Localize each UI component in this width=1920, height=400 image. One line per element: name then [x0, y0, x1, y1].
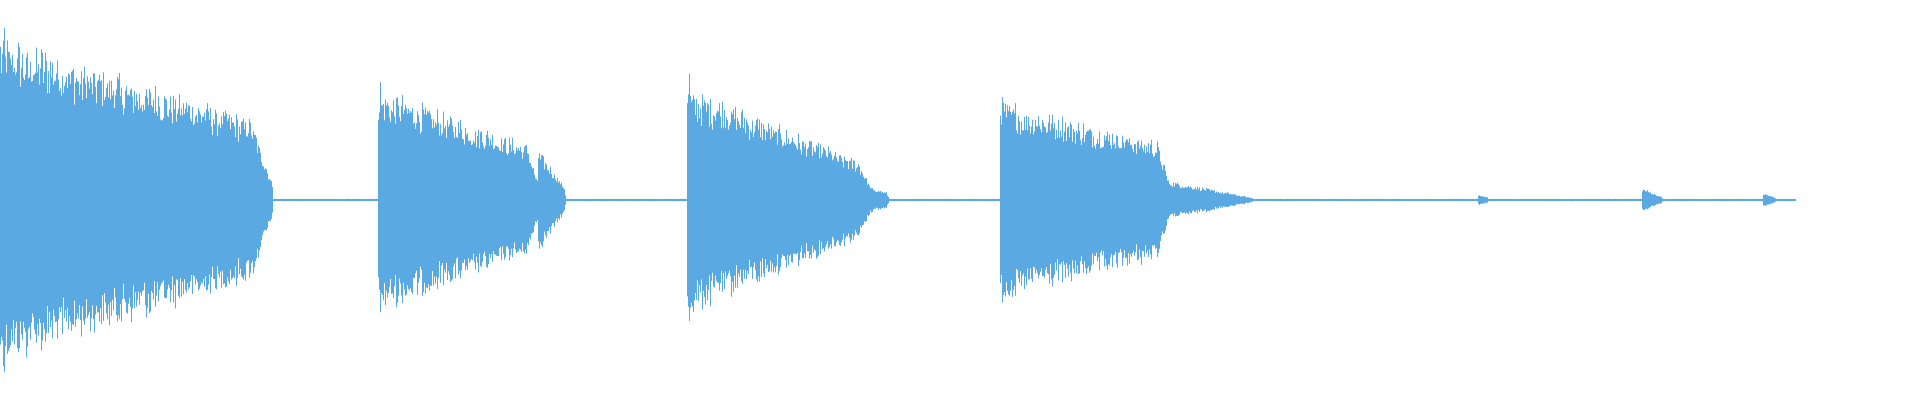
waveform-bars [0, 28, 1796, 373]
